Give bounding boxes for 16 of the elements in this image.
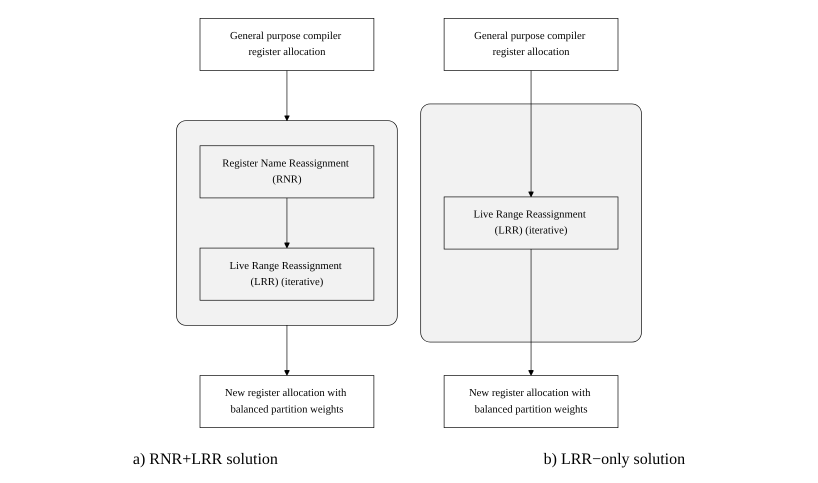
arrow bbox=[284, 324, 290, 376]
node-box: General purpose compiler register allocation bbox=[200, 18, 374, 70]
arrow bbox=[528, 70, 534, 197]
node-box: New register allocation with balanced partition weights bbox=[200, 374, 374, 428]
node-box: New register allocation with balanced partition weights bbox=[444, 374, 618, 428]
figure-caption: b) LRR−only solution bbox=[544, 451, 686, 469]
node-box: Register Name Reassignment (RNR) bbox=[200, 144, 374, 198]
figure-caption: a) RNR+LRR solution bbox=[132, 451, 278, 469]
arrow bbox=[528, 248, 534, 376]
arrow bbox=[284, 70, 290, 120]
cluster bbox=[176, 120, 398, 326]
arrow bbox=[284, 197, 290, 248]
node-box: General purpose compiler register allocation bbox=[444, 18, 618, 70]
node-box: Live Range Reassignment (LRR) (iterative) bbox=[200, 247, 374, 300]
node-box: Live Range Reassignment (LRR) (iterative) bbox=[444, 196, 618, 249]
cluster bbox=[420, 103, 642, 342]
